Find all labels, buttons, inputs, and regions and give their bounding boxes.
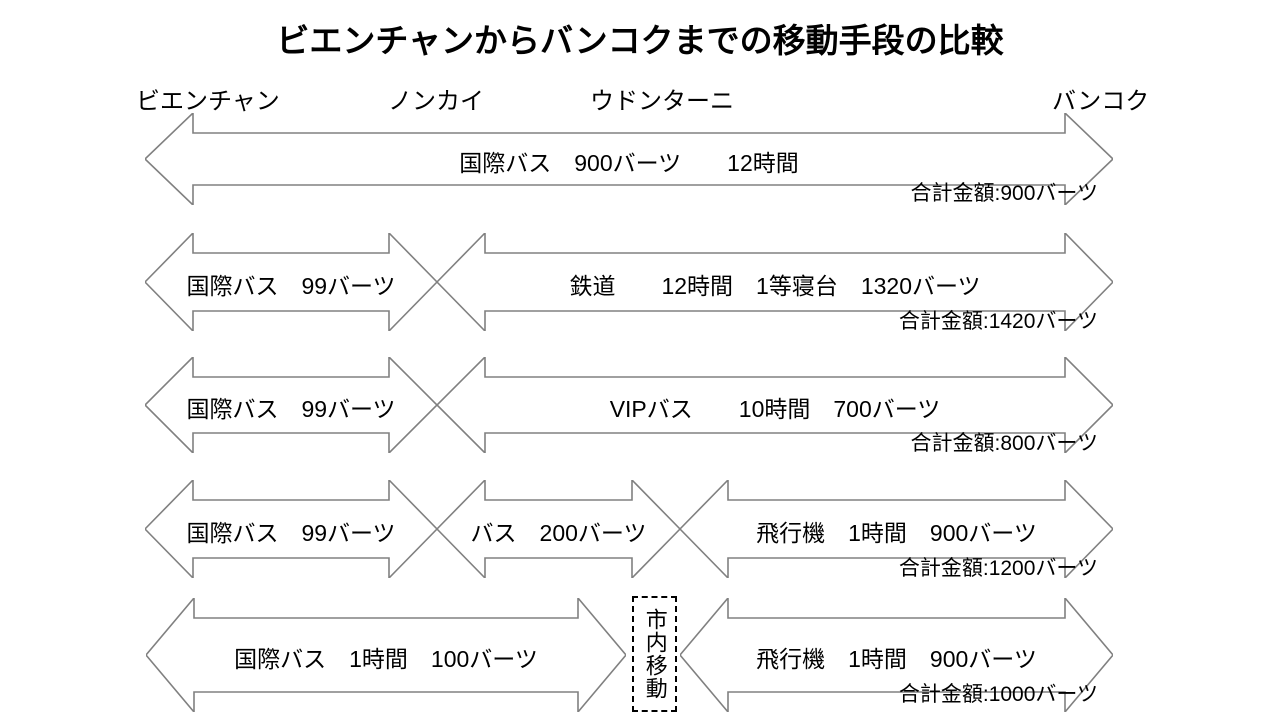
total-amount-label: 合計金額:1000バーツ — [898, 683, 1098, 706]
page-title: ビエンチャンからバンコクまでの移動手段の比較 — [276, 22, 1004, 59]
total-amount-label: 合計金額:800バーツ — [910, 432, 1098, 455]
arrow-shape-icon — [145, 357, 437, 453]
city-label-1: ノンカイ — [388, 88, 484, 115]
total-amount-label: 合計金額:900バーツ — [910, 182, 1098, 205]
city-label-3: バンコク — [1052, 88, 1150, 115]
arrow-shape-icon — [145, 113, 1113, 205]
route-row-row-bus-city-plane: 国際バス 1時間 100バーツ飛行機 1時間 900バーツ市内移動合計金額:10… — [0, 596, 1280, 712]
arrow-shape-icon — [437, 357, 1113, 453]
city-transfer-box: 市内移動 — [632, 596, 677, 712]
arrow-shape-icon — [145, 480, 437, 578]
route-row-row-bus-bus-plane: 国際バス 99バーツバス 200バーツ飛行機 1時間 900バーツ合計金額:12… — [0, 480, 1280, 580]
arrow-shape-icon — [437, 480, 680, 578]
total-amount-label: 合計金額:1200バーツ — [898, 557, 1098, 580]
arrow-shape-icon — [145, 233, 437, 331]
route-row-row-bus-train: 国際バス 99バーツ鉄道 12時間 1等寝台 1320バーツ合計金額:1420バ… — [0, 233, 1280, 333]
city-label-2: ウドンターニ — [590, 88, 734, 115]
arrow-shape-icon — [146, 598, 626, 712]
city-transfer-label: 市内移動 — [642, 608, 668, 700]
city-label-0: ビエンチャン — [136, 88, 280, 115]
route-row-row-bus-direct: 国際バス 900バーツ 12時間合計金額:900バーツ — [0, 113, 1280, 205]
arrow-shape-icon — [680, 480, 1113, 578]
arrow-shape-icon — [437, 233, 1113, 331]
total-amount-label: 合計金額:1420バーツ — [898, 310, 1098, 333]
arrow-shape-icon — [680, 598, 1113, 712]
